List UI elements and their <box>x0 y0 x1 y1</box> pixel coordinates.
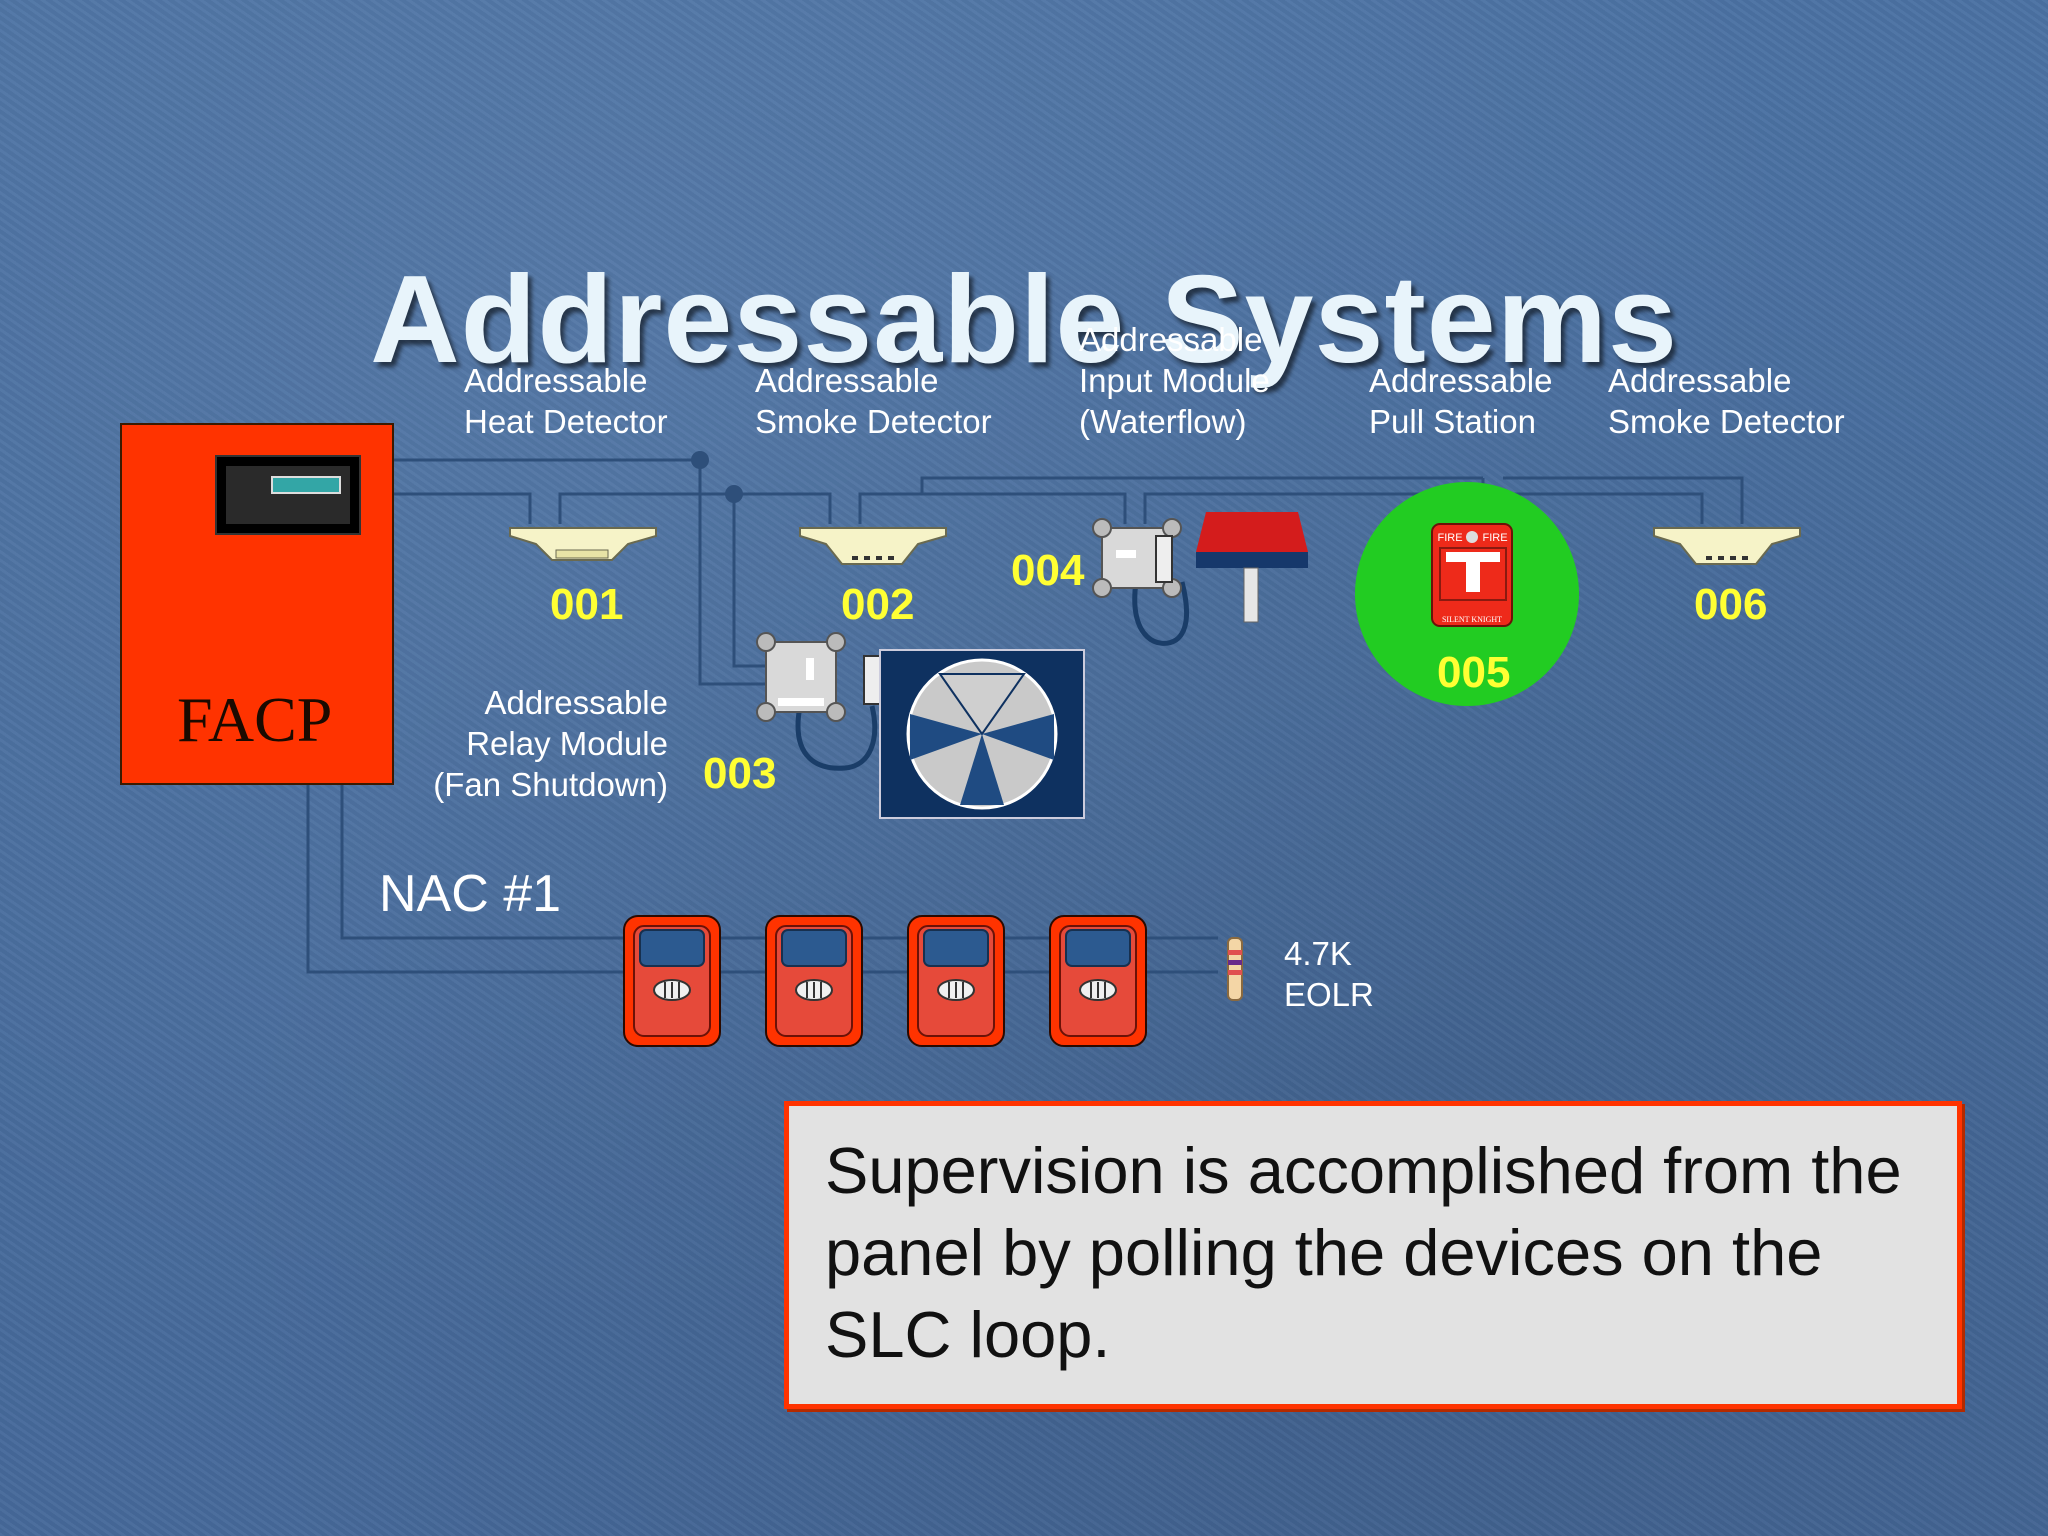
relay-module-icon[interactable] <box>756 632 881 771</box>
smoke-detector-2-icon[interactable] <box>1653 527 1801 565</box>
input-module-icon[interactable] <box>1092 518 1190 646</box>
nac-label: NAC #1 <box>379 865 562 923</box>
eolr-resistor-icon[interactable] <box>1227 937 1243 1001</box>
pull-station-fire-right: FIRE <box>1482 532 1507 544</box>
horn-strobe-icon[interactable] <box>765 915 863 1047</box>
address-006: 006 <box>1694 580 1768 629</box>
wire-junction-1 <box>691 451 709 469</box>
address-003: 003 <box>703 749 777 798</box>
smoke-detector-1-icon[interactable] <box>799 527 947 565</box>
facp-panel[interactable] <box>120 423 394 785</box>
wire-junction-2 <box>725 485 743 503</box>
note-box: Supervision is accomplished from the pan… <box>784 1101 1962 1409</box>
fan-icon[interactable] <box>879 649 1085 819</box>
pull-station-fire-left: FIRE <box>1437 532 1462 544</box>
pull-station-icon[interactable]: FIRE FIRE SILENT KNIGHT <box>1355 482 1579 706</box>
horn-strobe-icon[interactable] <box>907 915 1005 1047</box>
address-001: 001 <box>550 580 624 629</box>
address-002: 002 <box>841 580 915 629</box>
address-004: 004 <box>1011 546 1085 595</box>
horn-strobe-icon[interactable] <box>1049 915 1147 1047</box>
address-005: 005 <box>1437 648 1511 697</box>
waterflow-switch-icon[interactable] <box>1196 512 1308 623</box>
pull-station-brand: SILENT KNIGHT <box>1442 615 1502 624</box>
note-text: Supervision is accomplished from the pan… <box>825 1134 1902 1371</box>
horn-strobe-icon[interactable] <box>623 915 721 1047</box>
heat-detector-icon[interactable] <box>509 527 657 561</box>
facp-label: FACP <box>177 684 333 755</box>
slide-title: Addressable Systems <box>370 251 1678 390</box>
nac-appliances <box>623 915 1147 1047</box>
